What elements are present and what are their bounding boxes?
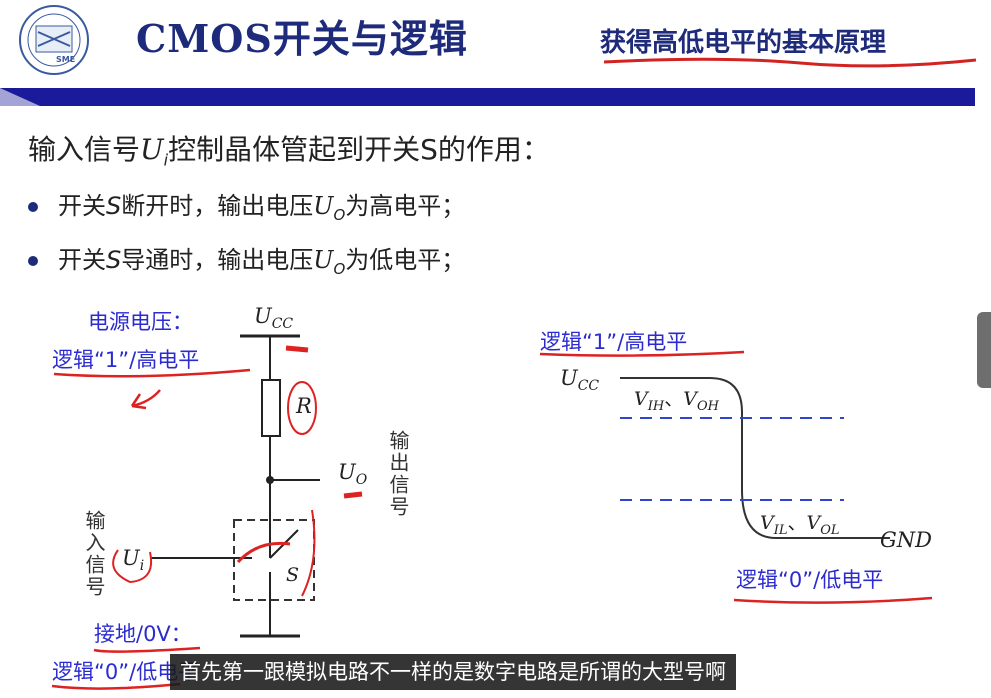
intro-text: 输入信号Ui控制晶体管起到开关S的作用： [28,133,550,170]
scroll-handle[interactable] [977,312,991,388]
bullet-dot [28,202,38,212]
university-logo: SME [19,5,89,75]
ground-label: 接地/0V： [94,622,192,646]
logic-1-high-level: 逻辑“1”/高电平 [540,330,688,354]
vil-vol-label: VIL、VOL [760,512,840,538]
power-supply-label: 电源电压： [88,310,193,334]
logic-1-high-label: 逻辑“1”/高电平 [52,348,200,372]
switch-circuit-diagram [51,334,363,690]
slide-title: CMOS开关与逻辑 [136,16,468,61]
voltage-levels-diagram [539,350,933,604]
ucc-label: UCC [254,304,294,333]
bullet-item: 开关S导通时，输出电压UO为低电平； [28,240,465,278]
bullet-dot [28,256,38,266]
vih-voh-label: VIH、VOH [634,388,719,414]
gnd-label: GND [880,528,932,552]
switch-label: S [286,564,300,586]
bullet-item: 开关S断开时，输出电压UO为高电平； [28,186,465,224]
slide-subtitle: 获得高低电平的基本原理 [600,28,887,58]
output-signal-label: 输出信号 [386,430,410,518]
ui-label: Ui [122,546,145,575]
header-band [0,88,975,106]
video-subtitle: 首先第一跟模拟电路不一样的是数字电路是所谓的大型号啊 [170,654,736,690]
slide-header [0,0,991,80]
svg-text:SME: SME [56,55,75,64]
input-signal-label: 输入信号 [82,510,106,598]
logic-0-low-level: 逻辑“0”/低电平 [736,568,884,592]
uo-label: UO [338,460,368,489]
resistor-label: R [296,394,312,418]
subtitle-underline [603,57,977,68]
ucc-level-label: UCC [560,366,600,395]
